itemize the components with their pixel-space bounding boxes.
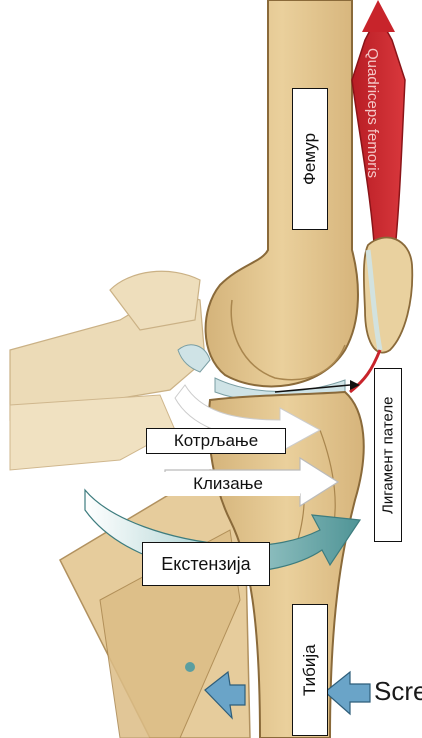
- tibia-label: Тибија: [292, 604, 328, 736]
- dot-marker: [185, 662, 195, 672]
- patellar-ligament-label: Лигамент пателе: [374, 368, 402, 542]
- gliding-label-text: Клизање: [193, 474, 263, 494]
- extension-label: Екстензија: [142, 542, 270, 586]
- rolling-label-text: Котрљање: [174, 431, 258, 451]
- femur-label: Фемур: [292, 88, 328, 230]
- gliding-label: Клизање: [156, 472, 300, 496]
- extension-label-text: Екстензија: [161, 554, 250, 575]
- femur-bone: [206, 0, 358, 386]
- femur-label-text: Фемур: [300, 133, 320, 185]
- tibia-label-text: Тибија: [300, 644, 320, 696]
- rolling-label: Котрљање: [146, 428, 286, 454]
- patellar-ligament-label-text: Лигамент пателе: [380, 396, 397, 513]
- quadriceps-label: Quadriceps femoris: [364, 48, 381, 178]
- screw-label: Scre: [374, 676, 422, 707]
- screw-label-text: Scre: [374, 676, 422, 706]
